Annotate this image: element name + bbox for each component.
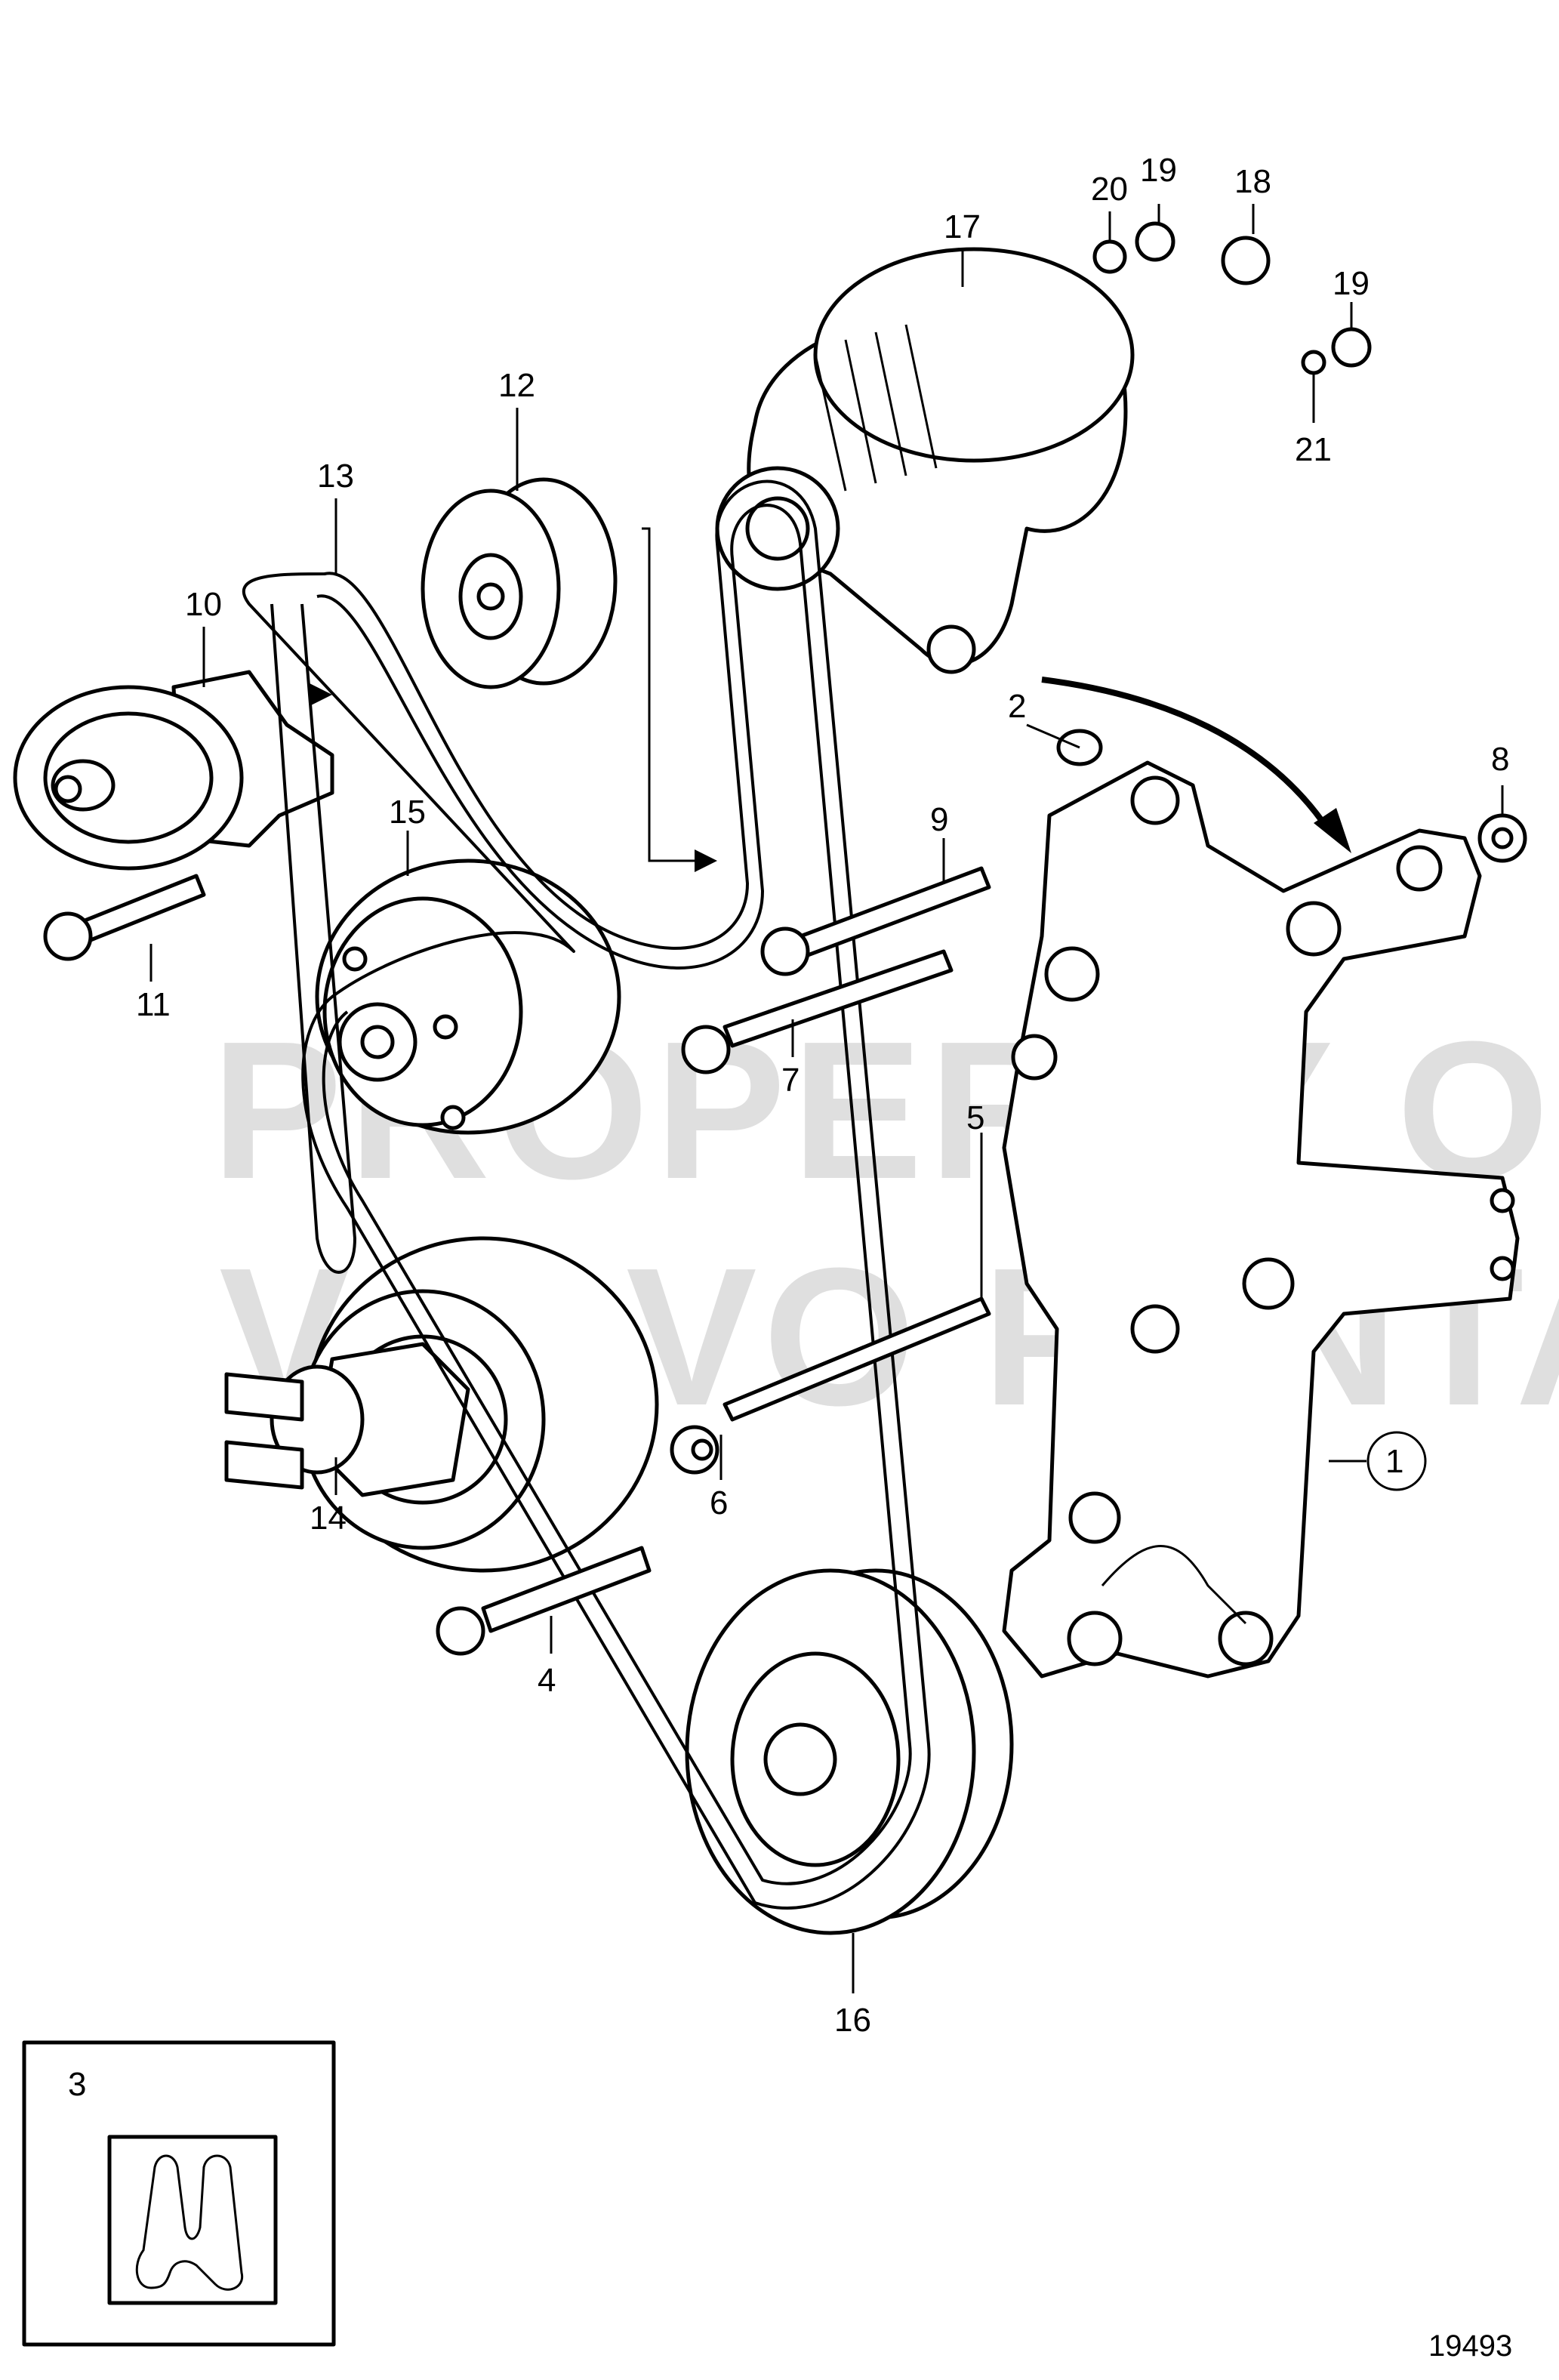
bolt-4: [436, 1546, 652, 1656]
callout-15: 15: [389, 794, 426, 831]
callout-4: 4: [538, 1662, 556, 1699]
callout-2: 2: [1008, 688, 1026, 725]
nut-6: [670, 1425, 719, 1475]
callout-17: 17: [944, 208, 981, 245]
drive-belt: [242, 479, 931, 1910]
callout-6: 6: [710, 1484, 728, 1521]
callout-5: 5: [966, 1099, 984, 1136]
nut-8: [1477, 813, 1527, 863]
callout-10: 10: [185, 586, 222, 623]
callout-1: 1: [1385, 1443, 1403, 1480]
callout-3: 3: [68, 2066, 86, 2103]
direction-arrows: [310, 527, 1351, 872]
washer-20: [1092, 239, 1127, 274]
callout-21: 21: [1295, 431, 1332, 468]
washer-21: [1301, 350, 1326, 375]
nut-19-a: [1135, 221, 1175, 262]
callout-11: 11: [136, 986, 171, 1023]
belt-tensioner: [13, 670, 334, 871]
water-pump-pulley: [315, 859, 621, 1135]
bolt-7: [681, 949, 954, 1074]
figure-reference-number: 19493: [1428, 2329, 1512, 2363]
callout-7: 7: [781, 1062, 800, 1099]
callout-13: 13: [317, 458, 354, 495]
idler-pulley: [421, 477, 618, 689]
bolt-9: [760, 866, 991, 976]
bolt-11: [43, 874, 206, 961]
leader-lines: [149, 204, 1504, 1993]
nut-18: [1221, 236, 1271, 285]
callout-18: 18: [1234, 163, 1271, 200]
callout-19-top: 19: [1140, 152, 1177, 189]
callout-1-ring: [1366, 1431, 1427, 1491]
bolt-5-stud: [723, 1296, 991, 1422]
callout-14: 14: [310, 1500, 347, 1537]
callouts: 1 2 3 4 5 6 7 8 9 10 11 12 13 14 15 16 1…: [68, 152, 1509, 2103]
belt-routing-inset: [22, 2040, 336, 2347]
callout-12: 12: [498, 367, 535, 404]
nut-19-b: [1331, 327, 1372, 368]
callout-8: 8: [1491, 741, 1509, 778]
alternator: [715, 247, 1135, 674]
callout-19-right: 19: [1333, 265, 1370, 302]
crankshaft-pulley: [685, 1568, 1014, 1935]
callout-16: 16: [834, 2002, 871, 2039]
callout-20: 20: [1091, 171, 1128, 208]
mounting-bracket: [1002, 760, 1520, 1679]
callout-9: 9: [930, 801, 948, 838]
